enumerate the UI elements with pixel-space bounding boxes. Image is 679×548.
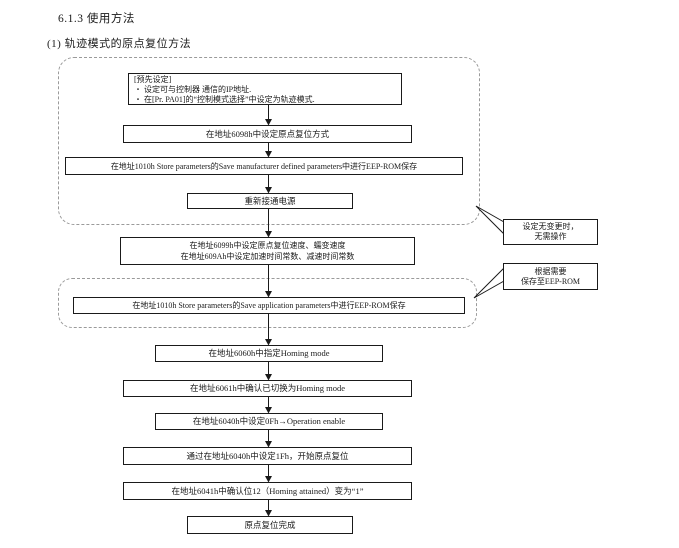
flow-step-set-speeds: 在地址6099h中设定原点复位速度、蠕变速度 在地址609Ah中设定加速时间常数… — [120, 237, 415, 265]
callout-line: 保存至EEP-ROM — [520, 276, 581, 286]
callout-line: 根据需要 — [534, 266, 567, 276]
callout-save-eeprom: 根据需要 保存至EEP-ROM — [503, 263, 598, 290]
flow-step-confirm-bit12: 在地址6041h中确认位12（Homing attained）变为“1” — [123, 482, 412, 500]
callout-tail-icon — [475, 205, 505, 236]
set-speeds-line: 在地址6099h中设定原点复位速度、蠕变速度 — [189, 241, 346, 250]
set-speeds-line: 在地址609Ah中设定加速时间常数、减速时间常数 — [180, 252, 355, 261]
callout-no-change-needed: 设定无变更时， 无需操作 — [503, 219, 598, 245]
flow-step-homing-complete: 原点复位完成 — [187, 516, 353, 534]
flow-step-specify-homing-mode: 在地址6060h中指定Homing mode — [155, 345, 383, 362]
flow-step-confirm-homing-mode: 在地址6061h中确认已切换为Homing mode — [123, 380, 412, 397]
section-title: 6.1.3 使用方法 — [58, 13, 135, 25]
presetting-line: [预先设定] — [134, 75, 172, 84]
flow-step-start-homing: 通过在地址6040h中设定1Fh，开始原点复位 — [123, 447, 412, 465]
eeprom-save-dashed-region — [58, 278, 477, 328]
callout-tail-icon — [473, 266, 505, 299]
callout-line: 设定无变更时， — [522, 222, 579, 231]
flow-step-presetting: [预先设定] ・ 设定可与控制器 通信的IP地址. ・ 在[Pr. PA01]的… — [128, 73, 402, 105]
presetting-line: ・ 设定可与控制器 通信的IP地址. — [134, 85, 252, 94]
flow-step-operation-enable: 在地址6040h中设定0Fh→Operation enable — [155, 413, 383, 430]
initial-setup-dashed-region — [58, 57, 480, 225]
presetting-line: ・ 在[Pr. PA01]的“控制模式选择”中设定为轨迹模式. — [134, 95, 315, 104]
callout-line: 无需操作 — [534, 232, 567, 241]
flow-step-save-manufacturer-params: 在地址1010h Store parameters的Save manufactu… — [65, 157, 463, 175]
flow-step-save-application-params: 在地址1010h Store parameters的Save applicati… — [73, 297, 465, 314]
flow-step-repower: 重新接通电源 — [187, 193, 353, 209]
subsection-title: (1) 轨迹模式的原点复位方法 — [47, 38, 192, 50]
flow-step-set-homing-method: 在地址6098h中设定原点复位方式 — [123, 125, 412, 143]
